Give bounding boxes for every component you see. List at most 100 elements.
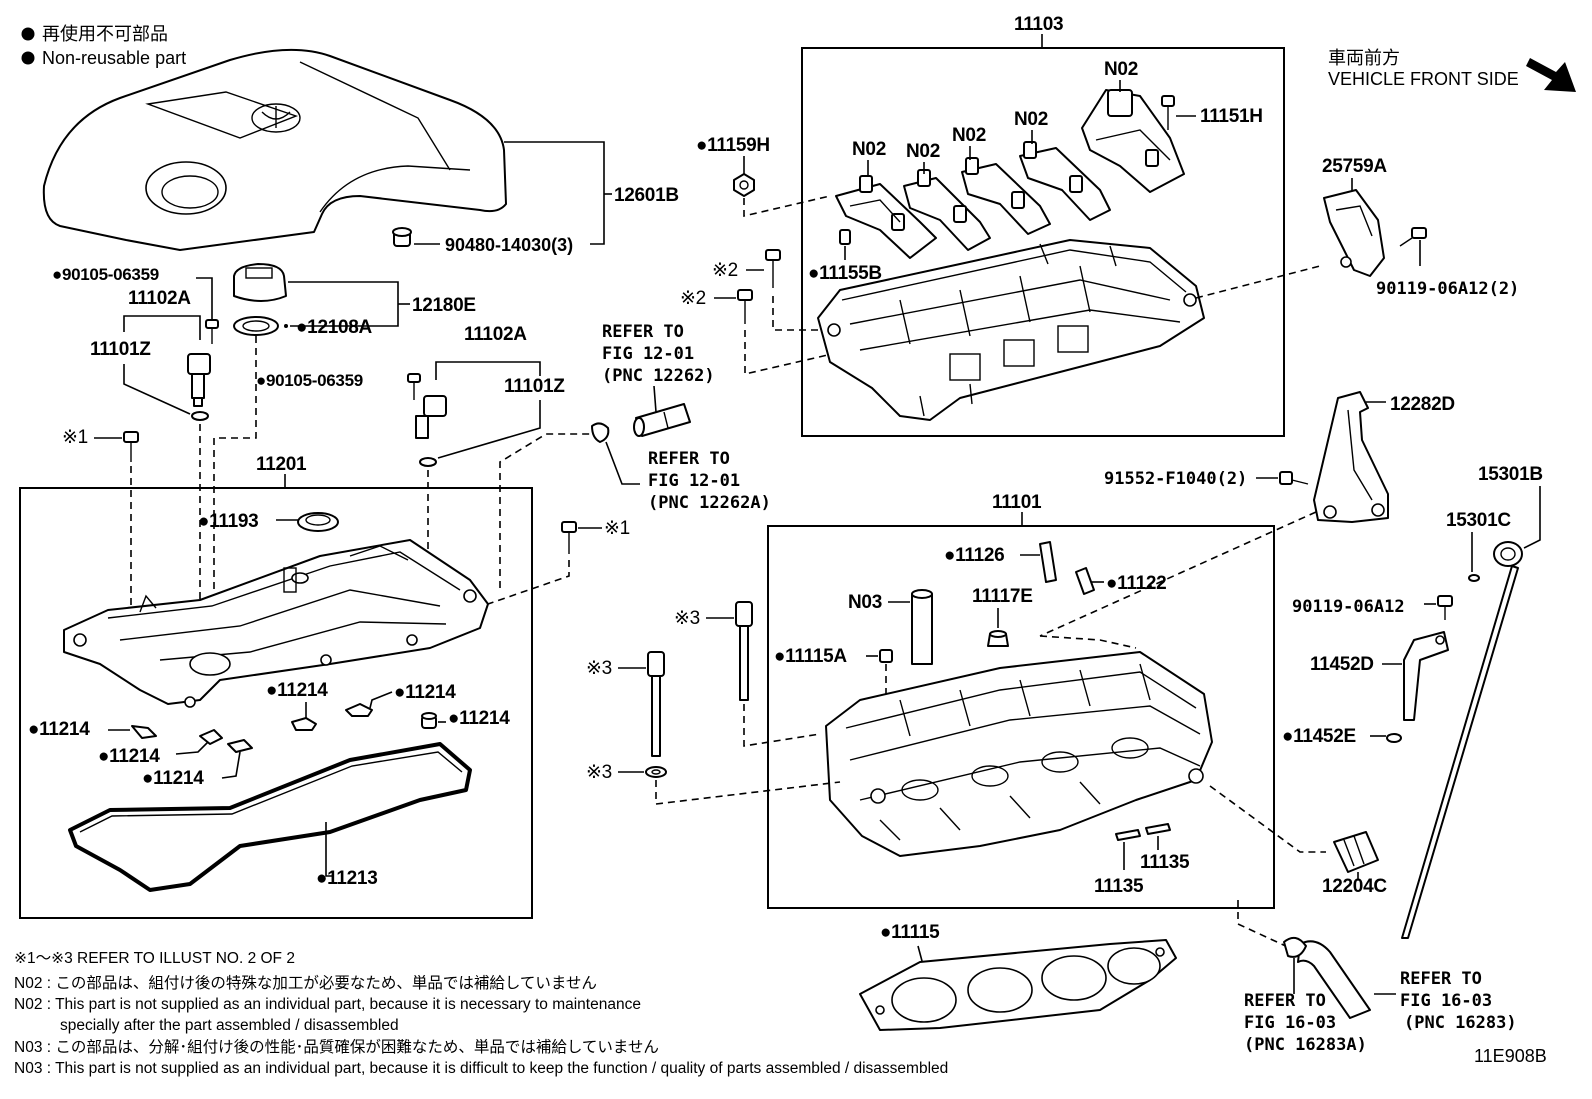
callout-11102A-b: 11102A [464, 324, 527, 345]
bolt-mark2-a [765, 249, 781, 288]
callout-11101Z-b: 11101Z [504, 376, 565, 397]
bearing-cap-N02-1 [835, 175, 937, 259]
footnotes: ※1～※3 REFER TO ILLUST NO. 2 OF 2 N02 : こ… [14, 950, 948, 1077]
plug-11117E [987, 630, 1009, 647]
pcv-hose-12262 [633, 403, 691, 437]
pin-11126 [1039, 541, 1057, 583]
head-cover-gasket [68, 742, 472, 892]
cap-11193 [297, 512, 339, 532]
callout-11117E: 11117E [972, 586, 1033, 607]
o-ring-11452E [1386, 733, 1402, 743]
callout-N02-e: N02 [1104, 59, 1138, 80]
callout-11115A: ●11115A [774, 646, 847, 667]
bearing-cap-N02-3 [961, 157, 1051, 235]
cylinder-head-group-box [767, 525, 1275, 909]
callout-11101: 11101 [992, 492, 1042, 513]
cam-position-sensor-b [415, 395, 447, 467]
svg-text:FIG 12-01: FIG 12-01 [648, 471, 740, 491]
callout-11135-b: 11135 [1140, 852, 1190, 873]
legend-en: Non-reusable part [42, 48, 186, 68]
callout-12601B: 12601B [614, 185, 679, 206]
legend: 再使用不可部品 Non-reusable part [21, 24, 186, 68]
callout-11135-a: 11135 [1094, 876, 1144, 897]
mark-3-a: ※3 [674, 608, 700, 629]
callout-N02-a: N02 [852, 139, 886, 160]
mark-1-a: ※1 [62, 427, 88, 448]
callout-91552-F1040-2: 91552-F1040(2) [1104, 469, 1247, 489]
note-N02-en: N02 : This part is not supplied as an in… [14, 996, 641, 1013]
vehicle-front-en: VEHICLE FRONT SIDE [1328, 69, 1519, 89]
callout-25759A: 25759A [1322, 156, 1387, 177]
o-ring-15301C [1468, 574, 1480, 582]
callout-11214-d: ●11214 [28, 719, 90, 740]
note-N02-jp: N02 : この部品は、組付け後の特殊な加工が必要なため、単品では補給していませ… [14, 974, 597, 992]
callout-90105-06359-a: ●90105-06359 [52, 265, 159, 284]
callout-11159H: ●11159H [696, 135, 770, 156]
spacer-11214-d [131, 725, 157, 739]
callout-11193: ●11193 [198, 511, 258, 532]
spacer-11214-f [227, 739, 253, 753]
callout-11201: 11201 [256, 454, 307, 475]
callout-11214-f: ●11214 [142, 768, 204, 789]
callout-N02-d: N02 [1014, 109, 1048, 130]
head-bolt-long [735, 601, 753, 701]
mark-2-a: ※2 [712, 260, 738, 281]
svg-text:FIG 12-01: FIG 12-01 [602, 344, 694, 364]
svg-text:FIG 16-03: FIG 16-03 [1244, 1013, 1336, 1033]
callout-11122: ●11122 [1106, 573, 1166, 594]
note-marks: ※1～※3 REFER TO ILLUST NO. 2 OF 2 [14, 950, 295, 967]
callout-12204C: 12204C [1322, 876, 1387, 897]
arrow-down-right-icon [1526, 58, 1576, 92]
bolt-mark2-b [737, 289, 753, 324]
bearing-cap-N02-5 [1081, 89, 1185, 193]
callout-N02-b: N02 [906, 141, 940, 162]
mark-2-b: ※2 [680, 288, 706, 309]
callout-11214-c: ●11214 [448, 708, 510, 729]
legend-jp: 再使用不可部品 [42, 24, 168, 44]
bolt-mark1-a [123, 431, 139, 462]
callout-12282D: 12282D [1390, 394, 1455, 415]
svg-text:FIG 16-03: FIG 16-03 [1400, 991, 1492, 1011]
grommet-90480 [392, 227, 412, 247]
head-cover-group-box [19, 487, 533, 919]
callout-11452D: 11452D [1310, 654, 1374, 675]
reference-fig-16-03-a: REFER TO FIG 16-03 (PNC 16283A) [1244, 991, 1367, 1055]
bolt-91552-F1040 [1279, 471, 1309, 485]
callout-12108A: ●12108A [296, 317, 373, 338]
spacer-11214-e [199, 729, 223, 745]
callout-11213: ●11213 [316, 868, 377, 889]
sleeve-N03 [911, 589, 933, 665]
bearing-cap-N02-4 [1019, 141, 1111, 221]
camshaft-housing-group-box [801, 47, 1285, 437]
svg-text:REFER TO: REFER TO [1400, 969, 1482, 989]
callout-90119-06A12-2: 90119-06A12(2) [1376, 279, 1519, 299]
nut-11159H [733, 173, 755, 197]
callout-11214-a: ●11214 [266, 680, 328, 701]
illustration-id: 11E908B [1474, 1046, 1547, 1066]
callout-11115: ●11115 [880, 922, 940, 943]
callout-90480-14030: 90480-14030(3) [445, 235, 573, 255]
bolt-90105-a [205, 319, 219, 344]
callout-11103: 11103 [1014, 14, 1063, 35]
mark-3-b: ※3 [586, 658, 612, 679]
callout-N02-c: N02 [952, 125, 986, 146]
non-reusable-mark-icon [21, 51, 35, 65]
callout-11102A-a: 11102A [128, 288, 191, 309]
engine-cover [42, 48, 507, 251]
callout-11151H: 11151H [1200, 106, 1263, 127]
reference-fig-12-01-b: REFER TO FIG 12-01 (PNC 12262A) [648, 449, 771, 513]
reference-fig-12-01-a: REFER TO FIG 12-01 (PNC 12262) [602, 322, 715, 386]
dowel-11115A [879, 649, 893, 663]
vehicle-front-jp: 車両前方 [1328, 48, 1400, 68]
bearing-cap-N02-2 [903, 169, 991, 251]
bolt-90119-06A12-a [1399, 227, 1427, 247]
bolt-90105-b [407, 373, 421, 400]
spacer-11214-a [291, 717, 317, 731]
callout-90119-06A12: 90119-06A12 [1292, 597, 1405, 617]
callout-12180E: 12180E [412, 295, 476, 316]
svg-text:(PNC 12262): (PNC 12262) [602, 366, 715, 386]
gauge-guide-11452D [1403, 631, 1449, 721]
callout-11126: ●11126 [944, 545, 1004, 566]
seal-11135-a [1115, 829, 1141, 841]
bolt-11151H [1161, 95, 1175, 130]
